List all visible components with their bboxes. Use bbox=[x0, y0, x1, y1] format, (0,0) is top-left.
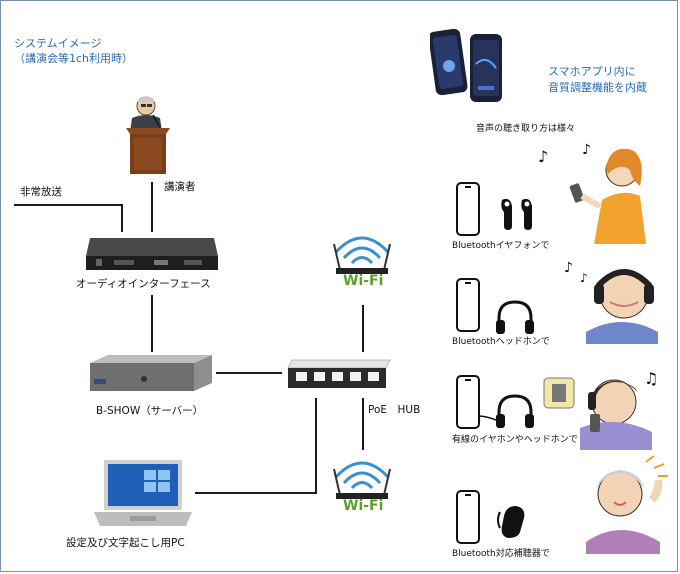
app-note-line1: スマホアプリ内に bbox=[548, 65, 636, 78]
svg-text:♫: ♫ bbox=[644, 369, 658, 388]
wired-headphones-icon bbox=[477, 394, 534, 428]
woman-wired-headphones-icon: ♫ bbox=[543, 369, 658, 450]
svg-text:♪: ♪ bbox=[582, 142, 591, 158]
smartphone-icon bbox=[456, 182, 480, 236]
listener-caption-4: Bluetooth対応補聴器で bbox=[452, 549, 550, 559]
smartphone-app-icon bbox=[430, 28, 502, 102]
elderly-woman-waving-icon bbox=[586, 455, 668, 554]
listener-caption-3: 有線のイヤホンやヘッドホンで bbox=[452, 435, 578, 445]
laptop-icon bbox=[94, 460, 192, 526]
server-label: B-SHOW（サーバー） bbox=[96, 405, 204, 417]
earbuds-icon bbox=[501, 198, 532, 230]
poe-hub-icon bbox=[287, 359, 391, 388]
wifi-access-point-icon bbox=[333, 236, 391, 274]
smartphone-icon bbox=[456, 375, 480, 429]
wifi-access-point-icon bbox=[333, 461, 391, 499]
woman-listening-earbuds-icon: ♪♪ bbox=[538, 142, 646, 244]
pc-label: 設定及び文字起こし用PC bbox=[66, 537, 185, 549]
svg-text:♪: ♪ bbox=[538, 147, 548, 166]
smartphone-icon bbox=[456, 278, 480, 332]
app-note-line2: 音質調整機能を内蔵 bbox=[548, 81, 647, 94]
svg-text:♪: ♪ bbox=[564, 260, 573, 276]
server-icon bbox=[90, 355, 212, 391]
audio-interface-label: オーディオインターフェース bbox=[76, 278, 211, 290]
emergency-broadcast-label: 非常放送 bbox=[20, 186, 62, 198]
listener-caption-1: Bluetoothイヤフォンで bbox=[452, 241, 550, 251]
speaker-label: 講演者 bbox=[164, 181, 196, 193]
wifi-bottom-label: Wi-Fi bbox=[343, 498, 384, 514]
listening-caption: 音声の聴き取り方は様々 bbox=[476, 124, 576, 134]
hearing-aid-icon bbox=[497, 506, 525, 538]
audio-interface-icon bbox=[86, 238, 218, 270]
svg-text:♪: ♪ bbox=[580, 271, 588, 285]
headphones-icon bbox=[496, 300, 534, 334]
speaker-podium-icon bbox=[126, 96, 170, 174]
smartphone-icon bbox=[456, 490, 480, 544]
wifi-top-label: Wi-Fi bbox=[343, 273, 384, 289]
poe-hub-label: PoE HUB bbox=[368, 404, 421, 416]
title-line1: システムイメージ bbox=[14, 37, 102, 50]
title-line2: （講演会等1ch利用時） bbox=[14, 52, 134, 65]
listener-caption-2: Bluetoothヘッドホンで bbox=[452, 337, 550, 347]
elderly-man-headphones-icon: ♪♪ bbox=[564, 260, 658, 344]
